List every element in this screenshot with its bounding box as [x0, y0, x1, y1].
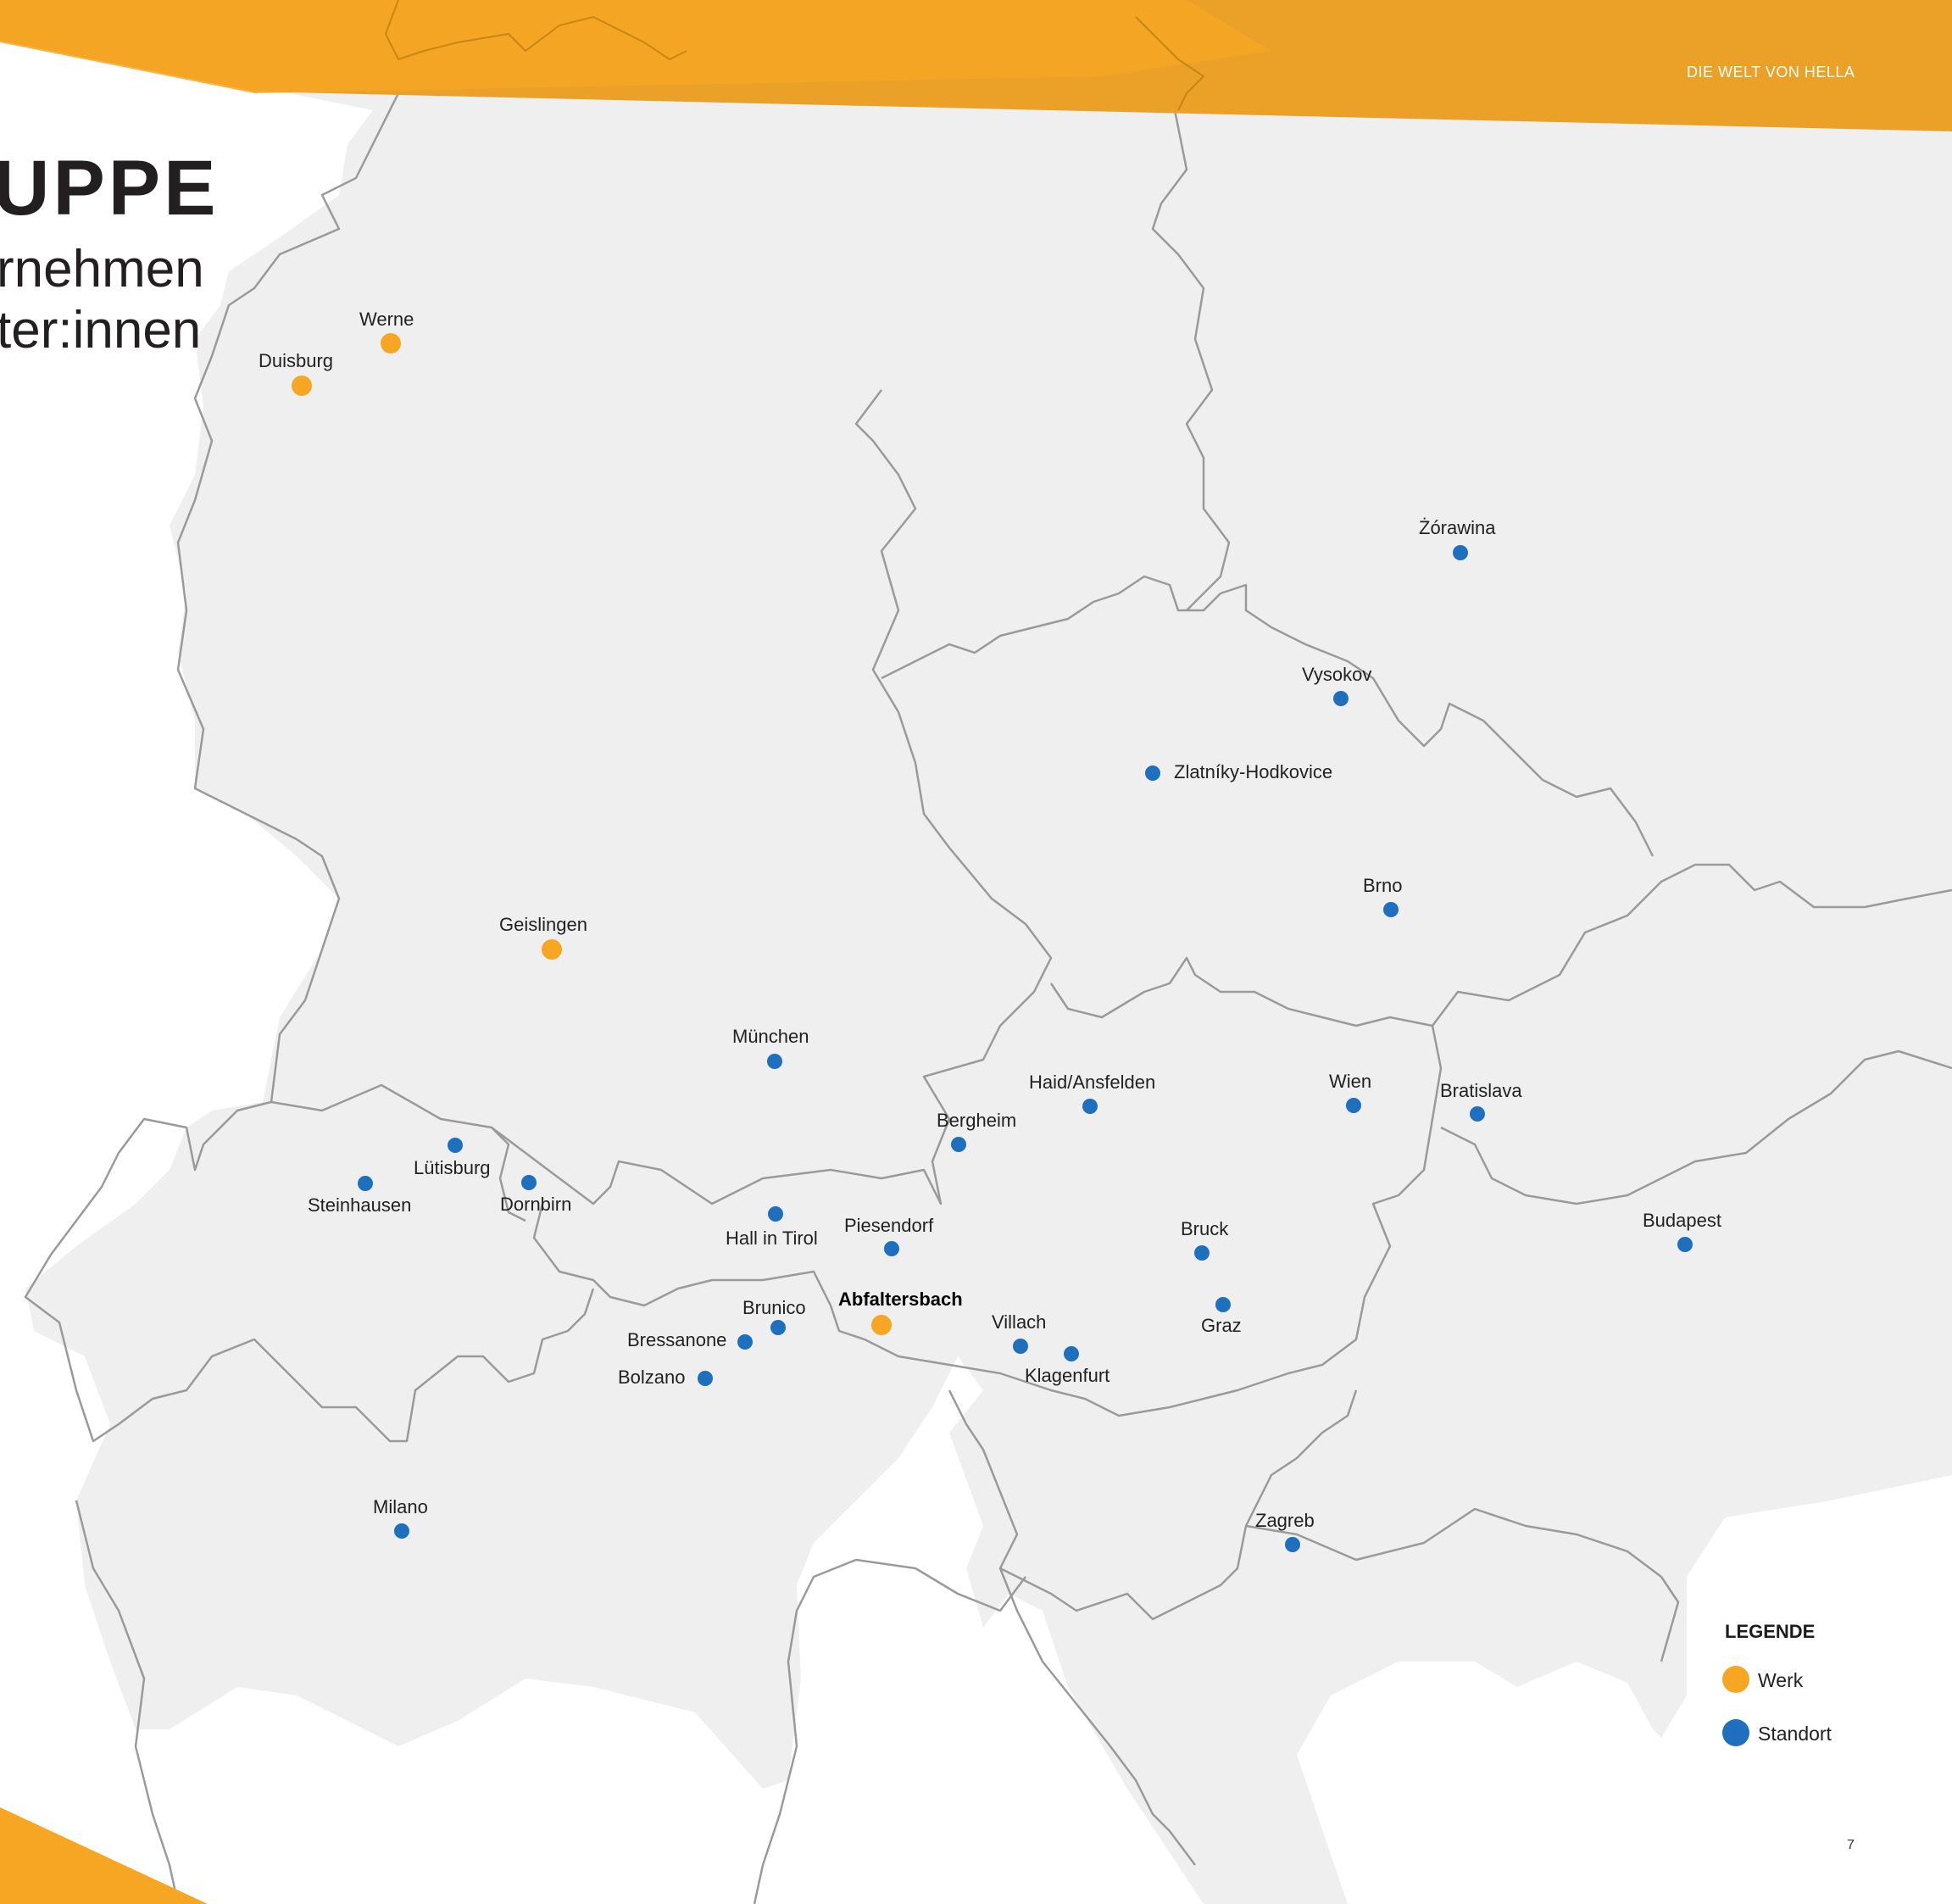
- label-vysokov: Vysokov: [1302, 664, 1372, 685]
- marker-haid-ansfelden: [1082, 1099, 1098, 1114]
- label-steinhausen: Steinhausen: [308, 1194, 412, 1216]
- legend-label-werk: Werk: [1758, 1669, 1804, 1691]
- marker-bergheim: [951, 1137, 966, 1152]
- marker-hall-in-tirol: [768, 1206, 783, 1222]
- label-klagenfurt: Klagenfurt: [1025, 1365, 1110, 1386]
- legend-werk-dot: [1722, 1666, 1749, 1693]
- marker-munchen: [767, 1054, 782, 1069]
- border-slovakia: [1432, 863, 1952, 1027]
- label-lutisburg: Lütisburg: [414, 1157, 491, 1178]
- marker-piesendorf: [884, 1241, 899, 1256]
- marker-werne: [381, 333, 401, 354]
- label-piesendorf: Piesendorf: [844, 1215, 934, 1236]
- border-croatia: [1245, 1507, 1680, 1662]
- marker-brunico: [770, 1320, 786, 1335]
- marker-budapest: [1677, 1237, 1693, 1252]
- location-markers: [292, 333, 1693, 1552]
- legend-title: LEGENDE: [1725, 1621, 1816, 1642]
- marker-vysokov: [1333, 691, 1349, 706]
- label-bressanone: Bressanone: [627, 1329, 727, 1350]
- label-zorawina: Żórawina: [1419, 517, 1496, 538]
- border-germany-south: [270, 389, 1053, 1205]
- label-hall-in-tirol: Hall in Tirol: [726, 1228, 818, 1249]
- border-liechtenstein: [491, 1127, 526, 1222]
- label-bolzano: Bolzano: [618, 1367, 686, 1388]
- land-mass: [25, 85, 1952, 1904]
- label-milano: Milano: [373, 1496, 428, 1517]
- label-wien: Wien: [1329, 1071, 1372, 1092]
- border-hungary-slovakia: [1440, 1049, 1952, 1205]
- label-brunico: Brunico: [742, 1297, 806, 1318]
- label-munchen: München: [732, 1026, 809, 1047]
- label-dornbirn: Dornbirn: [500, 1194, 572, 1215]
- marker-zorawina: [1453, 545, 1468, 560]
- page-title-heading: UPPE: [0, 145, 220, 231]
- marker-bruck: [1194, 1245, 1210, 1261]
- band-coastlines: [384, 0, 1205, 111]
- marker-abfaltersbach: [871, 1315, 892, 1335]
- label-budapest: Budapest: [1643, 1210, 1721, 1231]
- label-zagreb: Zagreb: [1255, 1510, 1315, 1531]
- border-germany-west: [176, 0, 400, 1103]
- label-haid-ansfelden: Haid/Ansfelden: [1029, 1072, 1156, 1093]
- label-villach: Villach: [992, 1311, 1047, 1333]
- marker-geislingen: [542, 939, 562, 960]
- border-austria-italy: [532, 1203, 832, 1307]
- border-slovenia: [948, 1389, 1358, 1621]
- marker-zagreb: [1285, 1537, 1300, 1552]
- marker-bratislava: [1470, 1106, 1485, 1122]
- border-czech-austria: [1049, 956, 1433, 1027]
- border-switzerland: [24, 1100, 595, 1443]
- label-werne: Werne: [359, 309, 414, 330]
- header-tag: DIE WELT VON HELLA: [1687, 64, 1855, 81]
- page-title-line1: rnehmen: [0, 240, 204, 298]
- legend-standort-dot: [1722, 1719, 1749, 1746]
- orange-corner-bottom-left: [0, 1807, 208, 1904]
- label-graz: Graz: [1201, 1315, 1242, 1336]
- marker-dornbirn: [521, 1175, 537, 1190]
- page-title-line2: ter:innen: [0, 301, 202, 359]
- border-czech-north: [881, 575, 1654, 857]
- marker-graz: [1215, 1297, 1231, 1312]
- label-bruck: Bruck: [1181, 1218, 1229, 1239]
- marker-duisburg: [292, 376, 312, 396]
- country-borders: [24, 0, 1952, 1904]
- border-austria-hungary: [829, 1025, 1443, 1417]
- label-geislingen: Geislingen: [499, 914, 587, 935]
- border-italy-west: [75, 1500, 180, 1904]
- marker-zlatniky-hodkovice: [1145, 765, 1160, 781]
- marker-klagenfurt: [1064, 1346, 1079, 1361]
- legend-label-standort: Standort: [1758, 1723, 1832, 1745]
- label-zlatniky-hodkovice: Zlatníky-Hodkovice: [1174, 761, 1333, 782]
- marker-lutisburg: [448, 1138, 463, 1153]
- marker-bressanone: [737, 1334, 753, 1350]
- marker-bolzano: [698, 1371, 713, 1386]
- label-duisburg: Duisburg: [259, 350, 334, 371]
- border-adriatic: [753, 1558, 1026, 1904]
- label-abfaltersbach: Abfaltersbach: [838, 1289, 963, 1310]
- label-bergheim: Bergheim: [937, 1110, 1017, 1131]
- marker-wien: [1346, 1098, 1361, 1113]
- marker-villach: [1013, 1339, 1028, 1354]
- label-bratislava: Bratislava: [1440, 1080, 1522, 1101]
- marker-brno: [1383, 902, 1399, 917]
- marker-steinhausen: [358, 1176, 373, 1191]
- label-brno: Brno: [1363, 875, 1403, 896]
- border-croatia-coast: [998, 1567, 1196, 1866]
- page-number: 7: [1847, 1838, 1855, 1852]
- marker-milano: [394, 1523, 409, 1539]
- orange-band-top-light: [0, 0, 1271, 93]
- border-germany-poland: [1151, 84, 1231, 611]
